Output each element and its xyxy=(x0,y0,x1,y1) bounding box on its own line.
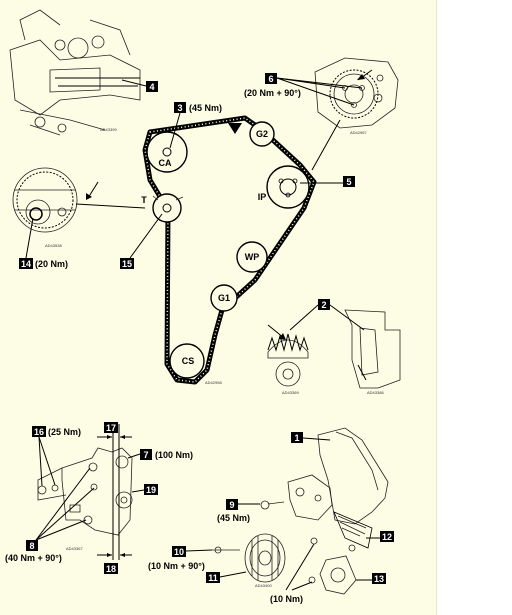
callout-9-torque: (45 Nm) xyxy=(217,513,250,523)
callout-15: 15 xyxy=(120,213,163,269)
reference-code: AD43400 xyxy=(255,583,272,588)
callout-1: 1 xyxy=(291,432,331,443)
callout-15-number: 15 xyxy=(122,259,132,269)
pulley-label-wp: WP xyxy=(245,252,260,262)
callout-10-number: 10 xyxy=(174,547,184,557)
callout-14: 14 (20 Nm) xyxy=(19,217,68,269)
crankshaft-damper-illustration xyxy=(212,533,286,583)
reference-code: AD43399 xyxy=(100,127,117,132)
callout-7-number: 7 xyxy=(143,450,148,460)
engine-mount-illustration xyxy=(260,474,333,521)
reference-code: AD42958 xyxy=(205,380,222,385)
callout-11: 11 xyxy=(206,571,247,583)
injection-pump-sprocket-illustration xyxy=(314,57,399,129)
pulley-label-ca: CA xyxy=(159,158,172,168)
tensioner-detail-illustration xyxy=(12,167,146,233)
callout-7: 7 (100 Nm) xyxy=(127,449,193,460)
backplate-illustration xyxy=(308,537,357,595)
callout-18-number: 18 xyxy=(106,564,116,574)
lower-cover-illustration xyxy=(333,511,373,549)
callout-6-torque: (20 Nm + 90°) xyxy=(244,88,301,98)
callout-14-torque: (20 Nm) xyxy=(35,259,68,269)
pulley-label-t: T xyxy=(141,195,147,205)
callout-17: 17 xyxy=(104,422,118,433)
reference-code: AD43386 xyxy=(367,390,384,395)
guide-pulley-g2: G2 xyxy=(249,121,275,147)
callout-10: 10 (10 Nm + 90°) xyxy=(148,546,213,571)
reference-code: AD42967 xyxy=(350,130,367,135)
callout-14-number: 14 xyxy=(21,259,31,269)
callout-17-number: 17 xyxy=(106,423,116,433)
callout-6: 6 (20 Nm + 90°) xyxy=(244,73,363,106)
callout-3: 3 (45 Nm) xyxy=(169,102,222,149)
callout-4: 4 xyxy=(121,79,158,92)
callout-13-number: 13 xyxy=(374,574,384,584)
timing-cover-illustration xyxy=(317,427,389,525)
callout-10-torque: (10 Nm + 90°) xyxy=(148,561,205,571)
rotation-direction-arrow xyxy=(228,123,242,134)
callout-18: 18 xyxy=(104,563,118,574)
reference-code: AD43538 xyxy=(45,243,62,248)
callout-9-number: 9 xyxy=(229,500,234,510)
callout-19: 19 xyxy=(131,484,158,495)
callout-11-number: 11 xyxy=(208,573,218,583)
callout-3-number: 3 xyxy=(177,103,182,113)
callout-2: 2 xyxy=(289,299,365,331)
callout-13-torque-leaders: (10 Nm) xyxy=(270,543,315,604)
callout-16-number: 16 xyxy=(34,427,44,437)
crankshaft-pulley: CS xyxy=(169,343,205,379)
callout-16: 16 (25 Nm) xyxy=(32,426,81,487)
dimension-lines xyxy=(97,424,132,560)
callout-9: 9 (45 Nm) xyxy=(217,499,260,523)
tensioner-pulley: T xyxy=(141,193,184,223)
callout-1-number: 1 xyxy=(294,433,299,443)
callout-13-torque: (10 Nm) xyxy=(270,594,303,604)
pulley-label-g1: G1 xyxy=(218,293,230,303)
callout-6-number: 6 xyxy=(268,74,273,84)
callout-12-number: 12 xyxy=(382,532,392,542)
pulley-label-ip: IP xyxy=(258,192,267,202)
callout-8: 8 (40 Nm + 90°) xyxy=(5,467,95,563)
callout-3-torque: (45 Nm) xyxy=(189,103,222,113)
callout-4-number: 4 xyxy=(149,82,154,92)
callout-8-torque: (40 Nm + 90°) xyxy=(5,553,62,563)
timing-pin-illustration xyxy=(344,309,401,389)
camshaft-pulley: CA xyxy=(146,131,188,173)
timing-belt-diagram: 4 AD43399 6 (20 Nm + 90°) AD42967 CA xyxy=(5,9,401,604)
tensioner-mounting-illustration xyxy=(37,447,133,536)
water-pump-pulley: WP xyxy=(236,241,268,273)
callout-13: 13 xyxy=(356,573,386,584)
injection-pump-pulley: IP xyxy=(258,165,310,209)
callout-12: 12 xyxy=(366,531,394,542)
callout-7-torque: (100 Nm) xyxy=(155,450,193,460)
reference-code: AD43367 xyxy=(66,546,83,551)
guide-pulley-g1: G1 xyxy=(210,284,238,312)
callout-19-number: 19 xyxy=(146,485,156,495)
callout-16-torque: (25 Nm) xyxy=(48,427,81,437)
callout-2-number: 2 xyxy=(321,300,326,310)
pulley-label-g2: G2 xyxy=(256,129,268,139)
callout-8-number: 8 xyxy=(29,541,34,551)
callout-5: 5 xyxy=(300,176,355,187)
reference-code: AD43369 xyxy=(282,390,299,395)
crankshaft-sprocket-illustration xyxy=(267,324,309,387)
right-margin xyxy=(436,0,512,615)
pulley-label-cs: CS xyxy=(182,356,195,366)
callout-5-number: 5 xyxy=(346,177,351,187)
camshaft-locking-tool-illustration xyxy=(9,9,141,136)
